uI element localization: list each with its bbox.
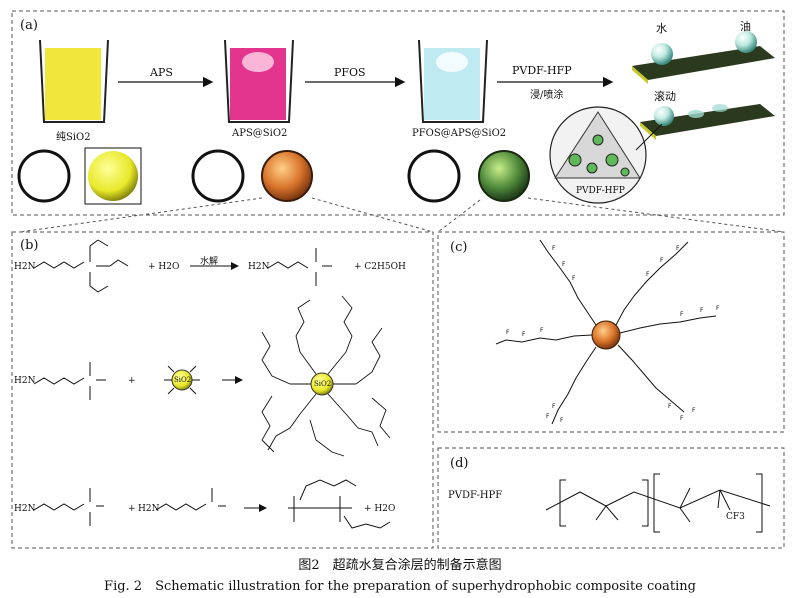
step-pfos-label: PFOS: [334, 66, 366, 79]
svg-text:F: F: [676, 245, 680, 252]
water-reagent: + H2O: [148, 262, 180, 272]
siloxane-dimer: [288, 479, 391, 529]
step-pvdf-label: PVDF-HFP: [512, 64, 572, 77]
panel-b-frame: [11, 231, 434, 549]
panel-d-frame: [437, 447, 785, 549]
beaker-1-label: 纯SiO2: [56, 132, 91, 143]
aps-molecule-1: [33, 239, 129, 293]
panel-b-label: (b): [20, 238, 39, 253]
caption-chinese: 图2 超疏水复合涂层的制备示意图: [298, 558, 502, 573]
svg-text:F: F: [692, 407, 696, 414]
beaker-3-label: PFOS@APS@SiO2: [412, 128, 507, 139]
pvdf-hfp-structure: [545, 473, 771, 533]
amine-label-5: H2N: [138, 504, 160, 514]
zoom-line-c-right: [527, 197, 785, 233]
step-pvdf-sublabel: 浸/喷涂: [530, 90, 564, 101]
panel-a-label: (a): [20, 18, 38, 33]
svg-text:F: F: [552, 245, 556, 252]
beaker-2: [224, 39, 294, 123]
silica-core-label-2: SiO2: [314, 380, 332, 388]
silica-core-label: SiO2: [174, 376, 192, 384]
cf3-label: CF3: [726, 512, 745, 522]
svg-text:F: F: [660, 257, 664, 264]
ethanol-byproduct: + C2H5OH: [354, 262, 406, 272]
amine-label-1: H2N: [14, 262, 36, 272]
aps-micrograph: [191, 149, 245, 203]
amine-label-4: H2N: [14, 504, 36, 514]
svg-text:F: F: [560, 417, 564, 424]
zoom-line-b-right: [311, 197, 434, 233]
svg-text:F: F: [716, 305, 720, 312]
caption-english: Fig. 2 Schematic illustration for the pr…: [104, 579, 696, 594]
step-aps-label: APS: [150, 66, 173, 79]
water-byproduct: + H2O: [364, 504, 396, 514]
zoom-line-b-left: [19, 197, 263, 233]
panel-c-label: (c): [450, 240, 468, 255]
oil-label: 油: [740, 20, 751, 33]
inset-label: PVDF-HFP: [576, 186, 625, 196]
svg-text:F: F: [546, 413, 550, 420]
coated-plate-top: [632, 31, 775, 84]
grafted-silica: [261, 295, 391, 457]
svg-text:F: F: [562, 261, 566, 268]
svg-text:F: F: [552, 403, 556, 410]
pfos-particle: [478, 150, 530, 202]
panel-a-frame: [11, 10, 785, 216]
hydroxyl-silica: [164, 365, 200, 395]
water-label: 水: [656, 22, 667, 35]
svg-text:F: F: [680, 415, 684, 422]
sio2-particle: [88, 151, 138, 201]
beaker-1: [39, 39, 109, 123]
aps-silanol-3: [33, 488, 226, 526]
svg-text:F: F: [700, 307, 704, 314]
coated-plate-bottom: [640, 104, 775, 140]
svg-text:F: F: [668, 403, 672, 410]
pfos-micrograph: [407, 149, 461, 203]
sio2-micrograph: [17, 149, 71, 203]
svg-text:F: F: [540, 327, 544, 334]
svg-text:F: F: [646, 271, 650, 278]
polymer-label: PVDF-HPF: [448, 490, 503, 501]
amine-label-2: H2N: [248, 262, 270, 272]
svg-text:F: F: [572, 275, 576, 282]
magnified-inset: [549, 106, 663, 204]
svg-text:F: F: [506, 329, 510, 336]
aps-particle: [261, 150, 313, 202]
plus-sign-2: +: [128, 504, 136, 514]
beaker-3: [418, 39, 488, 123]
aps-silanol-1: [267, 248, 332, 286]
svg-text:F: F: [680, 311, 684, 318]
svg-text:F: F: [522, 331, 526, 338]
aps-silanol-2: [33, 362, 106, 400]
zoom-line-c-left: [437, 199, 481, 233]
roll-label: 滚动: [654, 90, 676, 103]
panel-d-label: (d): [450, 456, 469, 471]
amine-label-3: H2N: [14, 376, 36, 386]
hydrolysis-label: 水解: [200, 257, 219, 267]
plus-sign-1: +: [128, 376, 136, 386]
beaker-2-label: APS@SiO2: [232, 128, 288, 139]
